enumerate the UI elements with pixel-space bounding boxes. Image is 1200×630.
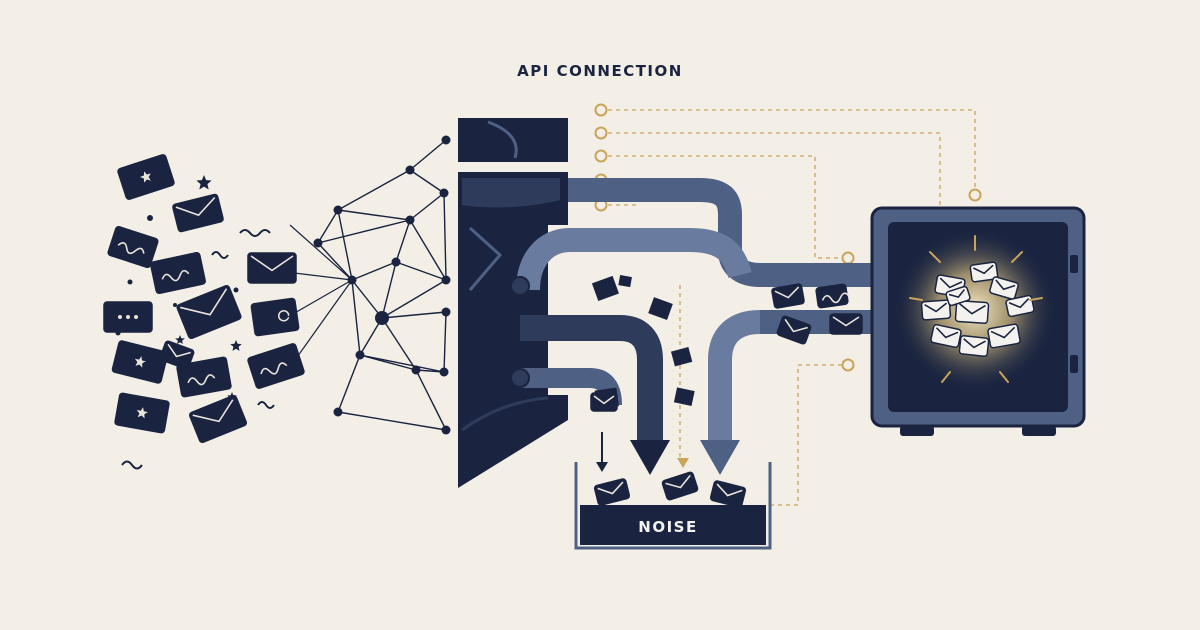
connector-node-icon (594, 103, 608, 117)
envelope-icon (107, 225, 159, 269)
envelope-icon (593, 478, 631, 506)
network-node-icon (441, 275, 451, 285)
envelope-icon (945, 285, 971, 307)
envelope-icon (111, 340, 169, 384)
envelope-icon (815, 283, 850, 309)
star-icon (196, 175, 212, 190)
connector-node-icon (594, 126, 608, 140)
envelope-icon (969, 261, 999, 283)
pipes (510, 178, 880, 440)
envelope-icon (709, 480, 747, 508)
network-node-icon (391, 257, 401, 267)
star-icon (227, 392, 237, 401)
network-node-icon (347, 275, 357, 285)
envelope-icon (987, 323, 1021, 349)
network-node-icon (441, 425, 451, 435)
connector-node-icon (841, 251, 855, 265)
network-node-icon (405, 215, 415, 225)
envelope-icon (114, 392, 170, 434)
vault-email-stack (909, 235, 1043, 383)
network-node-icon (441, 135, 451, 145)
envelope-icon (247, 343, 305, 389)
network-node-icon (313, 238, 323, 248)
envelope-icon (159, 340, 195, 370)
network-node-icon (355, 350, 365, 360)
envelope-icon (117, 154, 175, 200)
diagram-title: API CONNECTION (517, 62, 683, 80)
squiggle-icon (257, 401, 275, 409)
envelope-icon (188, 394, 248, 444)
network-node-icon (405, 165, 415, 175)
envelope-icon (958, 335, 990, 357)
network-node-icon (333, 407, 343, 417)
network-node-icon (441, 307, 451, 317)
network-node-icon (375, 311, 389, 325)
envelope-icon (930, 323, 962, 349)
envelope-icon (172, 193, 224, 233)
envelope-icon (103, 301, 153, 333)
star-icon (230, 340, 242, 351)
incoming-email-cloud (103, 154, 305, 470)
noise-label: NOISE (638, 518, 697, 536)
connector-node-icon (968, 188, 982, 202)
envelope-icon (1005, 294, 1035, 318)
envelope-icon (661, 471, 699, 501)
network-node-icon (439, 367, 449, 377)
envelope-icon (920, 299, 952, 321)
envelope-icon (989, 276, 1019, 300)
filtered-noise-items (590, 275, 863, 508)
network-node-icon (411, 365, 421, 375)
envelope-icon (176, 284, 242, 340)
envelope-icon (771, 283, 805, 309)
noise-bin: NOISE (574, 462, 772, 550)
star-icon (143, 358, 155, 369)
envelope-icon (250, 297, 300, 337)
vault-icon (870, 206, 1086, 436)
envelope-icon (954, 299, 990, 325)
envelope-icon (590, 392, 618, 412)
squiggle-icon (239, 229, 271, 237)
squiggle-icon (211, 251, 229, 259)
envelope-icon (176, 356, 232, 398)
network-node-icon (333, 205, 343, 215)
envelope-icon (247, 252, 297, 284)
network-mesh (285, 135, 451, 435)
squiggle-icon (121, 460, 143, 470)
envelope-icon (776, 315, 812, 345)
filter-block (458, 118, 568, 488)
envelope-icon (829, 313, 863, 335)
connector-node-icon (594, 149, 608, 163)
connector-node-icon (841, 358, 855, 372)
envelope-icon (150, 251, 206, 295)
star-icon (175, 335, 185, 344)
down-arrow-icon (596, 432, 740, 475)
network-node-icon (439, 188, 449, 198)
